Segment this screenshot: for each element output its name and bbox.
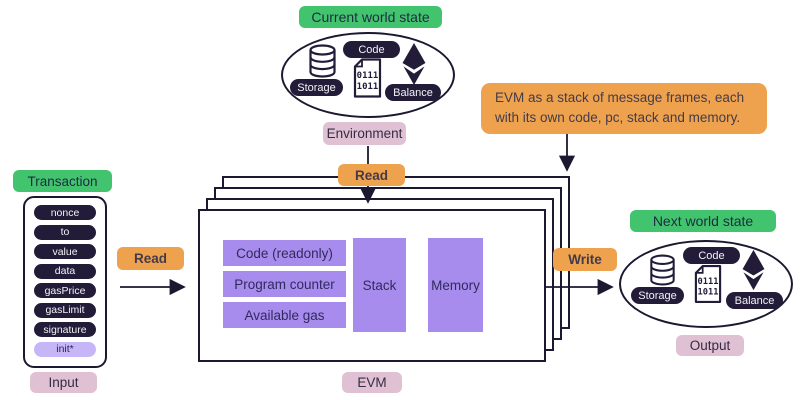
write-badge: Write (553, 248, 617, 271)
memory-box: Memory (428, 238, 483, 332)
next-state-group: Code Storage 0111 1011 Balance (619, 240, 793, 328)
code-readonly-box: Code (readonly) (223, 240, 346, 266)
storage-pill: Storage (290, 79, 343, 96)
field-pill-init: init* (34, 341, 96, 357)
current-state-title: Current world state (311, 9, 430, 25)
output-label: Output (689, 338, 731, 353)
transaction-title: Transaction (27, 173, 98, 189)
note-line1: EVM as a stack of message frames, each (495, 90, 745, 105)
storage-pill-label: Storage (638, 289, 677, 302)
balance-pill: Balance (385, 84, 441, 101)
memory-label: Memory (431, 277, 480, 293)
program-counter-box: Program counter (223, 271, 346, 297)
code-pill: Code (683, 247, 740, 264)
field-pill-value: value (34, 244, 96, 259)
stack-box: Stack (353, 238, 406, 332)
code-pill-label: Code (358, 43, 385, 56)
transaction-container: nonce to value data gasPrice gasLimit si… (23, 196, 107, 368)
evm-label: EVM (357, 375, 387, 390)
available-gas-label: Available gas (244, 307, 325, 323)
storage-database-icon (309, 44, 336, 78)
next-state-badge: Next world state (630, 210, 776, 232)
field-pill-data: data (34, 263, 96, 279)
available-gas-box: Available gas (223, 302, 346, 328)
field-gaslimit-label: gasLimit (45, 304, 85, 316)
code-pill: Code (343, 41, 400, 58)
note-box: EVM as a stack of message frames, each w… (481, 83, 767, 134)
read-top-badge: Read (338, 164, 405, 186)
storage-database-icon (650, 254, 675, 286)
storage-pill-label: Storage (297, 81, 336, 94)
doc-binary-line1: 0111 (698, 277, 719, 287)
balance-pill-label: Balance (393, 86, 433, 99)
note-line2: with its own code, pc, stack and memory. (495, 110, 741, 126)
storage-pill: Storage (631, 287, 684, 304)
ethereum-icon (742, 249, 765, 291)
stack-label: Stack (362, 277, 397, 293)
field-pill-nonce: nonce (34, 205, 96, 220)
current-state-group: Code Storage 0111 1011 Balance (281, 32, 455, 118)
transaction-badge: Transaction (13, 170, 112, 192)
balance-pill-label: Balance (734, 294, 775, 307)
field-data-label: data (54, 265, 76, 277)
doc-binary-line1: 0111 (357, 71, 379, 81)
input-caption: Input (30, 372, 97, 393)
next-state-title: Next world state (652, 213, 754, 229)
field-pill-gaslimit: gasLimit (34, 302, 96, 318)
field-pill-to: to (34, 224, 96, 240)
field-pill-gasprice: gasPrice (34, 283, 96, 298)
current-state-badge: Current world state (299, 6, 442, 28)
write-label: Write (568, 252, 602, 267)
input-label: Input (48, 375, 79, 390)
doc-binary-line2: 1011 (698, 288, 719, 298)
code-readonly-label: Code (readonly) (236, 245, 333, 261)
field-nonce-label: nonce (50, 206, 80, 219)
ethereum-icon (402, 42, 426, 86)
environment-label: Environment (326, 126, 403, 141)
bytecode-document-icon: 0111 1011 (694, 265, 722, 303)
read-top-label: Read (354, 167, 388, 183)
doc-binary-line2: 1011 (357, 82, 379, 92)
bytecode-document-icon: 0111 1011 (353, 58, 382, 98)
field-signature-label: signature (43, 323, 87, 336)
output-caption: Output (676, 335, 744, 356)
evm-caption: EVM (342, 372, 402, 393)
program-counter-label: Program counter (234, 276, 335, 292)
field-to-label: to (60, 226, 70, 238)
field-gasprice-label: gasPrice (44, 284, 86, 297)
read-left-badge: Read (117, 247, 184, 270)
environment-caption: Environment (323, 122, 406, 145)
read-left-label: Read (133, 251, 167, 266)
field-pill-signature: signature (34, 322, 96, 337)
field-value-label: value (52, 245, 78, 258)
balance-pill: Balance (726, 292, 783, 309)
field-init-label: init* (56, 343, 74, 355)
code-pill-label: Code (698, 249, 725, 262)
